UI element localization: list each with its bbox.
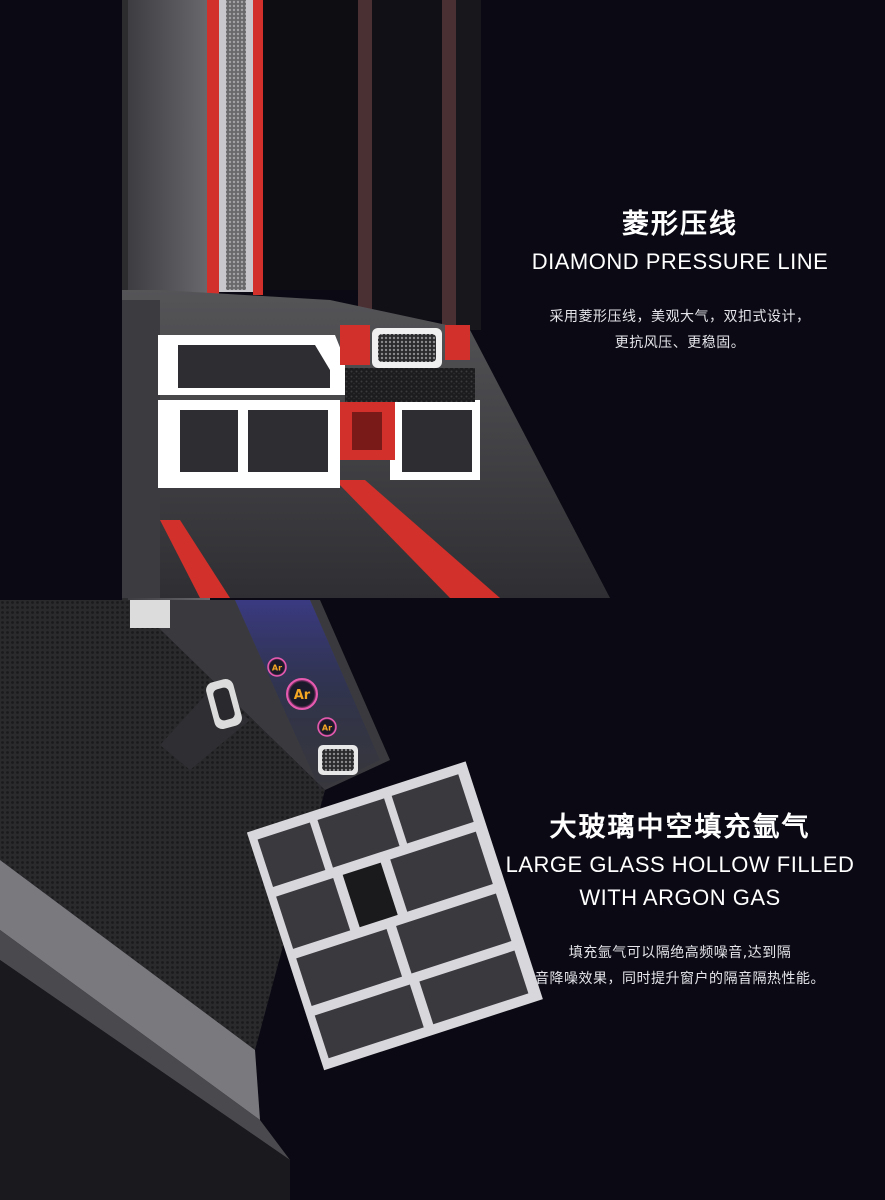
title-en-line: WITH ARGON GAS <box>579 885 781 910</box>
description-line: 填充氩气可以隔绝高频噪音,达到隔 <box>568 945 792 961</box>
section-title-en: DIAMOND PRESSURE LINE <box>531 249 829 274</box>
section-description: 采用菱形压线，美观大气，双扣式设计， 更抗风压、更稳固。 <box>520 304 840 356</box>
section-description: 填充氩气可以隔绝高频噪音,达到隔 音降噪效果，同时提升窗户的隔音隔热性能。 <box>490 940 870 992</box>
diamond-pressure-line-section: 菱形压线 DIAMOND PRESSURE LINE 采用菱形压线，美观大气，双… <box>520 205 840 356</box>
argon-badge-large: Ar <box>286 678 318 710</box>
argon-badge-small-bottom: Ar <box>317 717 337 737</box>
argon-gas-section: 大玻璃中空填充氩气 LARGE GLASS HOLLOW FILLED WITH… <box>490 808 870 992</box>
argon-badge-small-top: Ar <box>267 657 287 677</box>
section-title-cn: 菱形压线 <box>622 209 738 240</box>
argon-badge-label: Ar <box>322 724 332 733</box>
description-line: 音降噪效果，同时提升窗户的隔音隔热性能。 <box>535 971 825 987</box>
description-line: 采用菱形压线，美观大气，双扣式设计， <box>549 309 811 325</box>
argon-badge-label: Ar <box>272 664 282 673</box>
title-en-line: LARGE GLASS HOLLOW FILLED <box>505 852 855 877</box>
section-title-cn: 大玻璃中空填充氩气 <box>549 812 811 843</box>
argon-badge-label: Ar <box>294 688 311 703</box>
description-line: 更抗风压、更稳固。 <box>614 335 746 351</box>
section-title-en: LARGE GLASS HOLLOW FILLED WITH ARGON GAS <box>490 848 870 914</box>
